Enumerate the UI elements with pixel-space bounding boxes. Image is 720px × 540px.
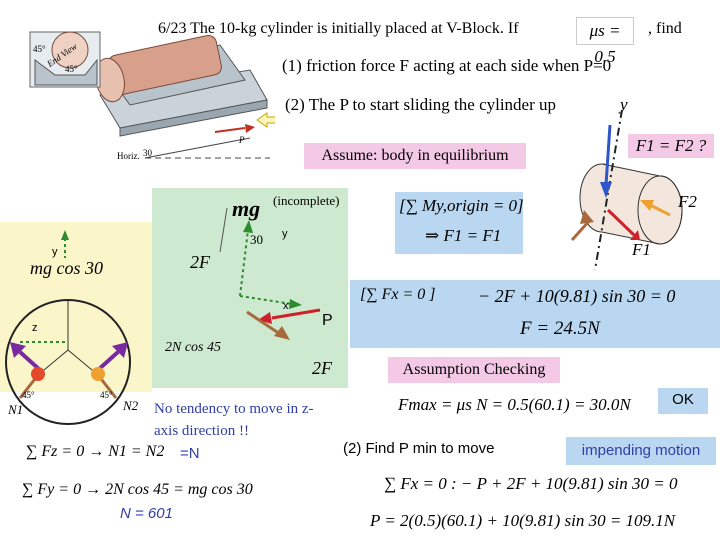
friction-diagram: F1 = F2 ? F2 F1 [560, 110, 720, 270]
fbd-2f-top: 2F [190, 252, 210, 272]
left-y-axis: y [52, 246, 58, 258]
v-block-figure: End View 45° 45° Horiz. 30 P [5, 10, 275, 170]
impending-motion-badge: impending motion [566, 437, 716, 465]
fbd-p-label: P [322, 312, 333, 329]
fx-eq-rhs: − 2F + 10(9.81) sin 30 = 0 [478, 286, 676, 306]
fz-equation: ∑ Fz = 0 → N1 = N2 [26, 443, 165, 460]
figure-angle-45b: 45° [65, 64, 78, 74]
f1-label: F1 [632, 240, 651, 259]
f2-label: F2 [678, 192, 697, 211]
ok-badge: OK [658, 388, 708, 414]
left-fbd-panel [0, 222, 152, 392]
fy-equation: ∑ Fy = 0 → 2N cos 45 = mg cos 30 [22, 481, 253, 498]
problem-title: 6/23 The 10-kg cylinder is initially pla… [158, 20, 519, 37]
horiz-label: Horiz. [117, 151, 140, 161]
assumption-checking-banner: Assumption Checking [388, 357, 560, 383]
question-1: (1) friction force F acting at each side… [282, 56, 612, 75]
n1-label: N1 [8, 402, 24, 417]
mu-equation: μs = 0.5 [576, 17, 634, 66]
fbd-2n-cos45: 2N cos 45 [165, 340, 221, 355]
fbd-x-axis: x [283, 300, 289, 312]
fbd-2f-bottom: 2F [312, 358, 332, 378]
figure-p-label: P [239, 135, 245, 145]
left-z-axis: z [32, 322, 38, 334]
moment-eq-line1: [∑ My,origin = 0] [399, 196, 524, 215]
find-text: , find [648, 20, 682, 37]
moment-equation-box: [∑ My,origin = 0] ⇒ F1 = F1 [395, 192, 524, 254]
n-value: N = 601 [120, 505, 173, 522]
n2-label: N2 [123, 398, 139, 413]
assume-banner: Assume: body in equilibrium [304, 143, 526, 169]
left-mg-cos30: mg cos 30 [30, 258, 103, 278]
figure-angle-30: 30 [143, 148, 152, 158]
fbd-panel [152, 188, 348, 388]
question-2: (2) The P to start sliding the cylinder … [285, 95, 557, 114]
z-tendency-note: No tendency to move in z-axis direction … [154, 401, 314, 439]
fx-eq-lhs: [∑ Fx = 0 ] [360, 286, 436, 303]
end-view-fbd [0, 230, 152, 430]
figure-angle-45a: 45° [33, 44, 46, 54]
fbd-incomplete-note: (incomplete) [273, 193, 340, 208]
f1-equals-f2-question: F1 = F2 ? [628, 134, 714, 158]
left-angle-45a: 45° [22, 390, 35, 400]
fbd-angle-30: 30 [250, 232, 263, 247]
part2-heading: (2) Find P min to move [343, 440, 495, 457]
fz-equals-n: =N [180, 445, 200, 462]
fx-equation-box: [∑ Fx = 0 ] − 2F + 10(9.81) sin 30 = 0 F… [350, 280, 720, 348]
p-equation-2: P = 2(0.5)(60.1) + 10(9.81) sin 30 = 109… [370, 511, 676, 530]
fbd-mg: mg [232, 196, 261, 221]
fmax-equation: Fmax = μs N = 0.5(60.1) = 30.0N [398, 395, 631, 414]
fx-eq-result: F = 24.5N [520, 318, 600, 339]
p-equation-1: ∑ Fx = 0 : − P + 2F + 10(9.81) sin 30 = … [384, 474, 678, 493]
moment-eq-line2: ⇒ F1 = F1 [425, 226, 502, 245]
left-angle-45b: 45° [100, 390, 113, 400]
fbd-y-axis: y [282, 228, 288, 240]
question-2-axis: y [620, 95, 628, 114]
